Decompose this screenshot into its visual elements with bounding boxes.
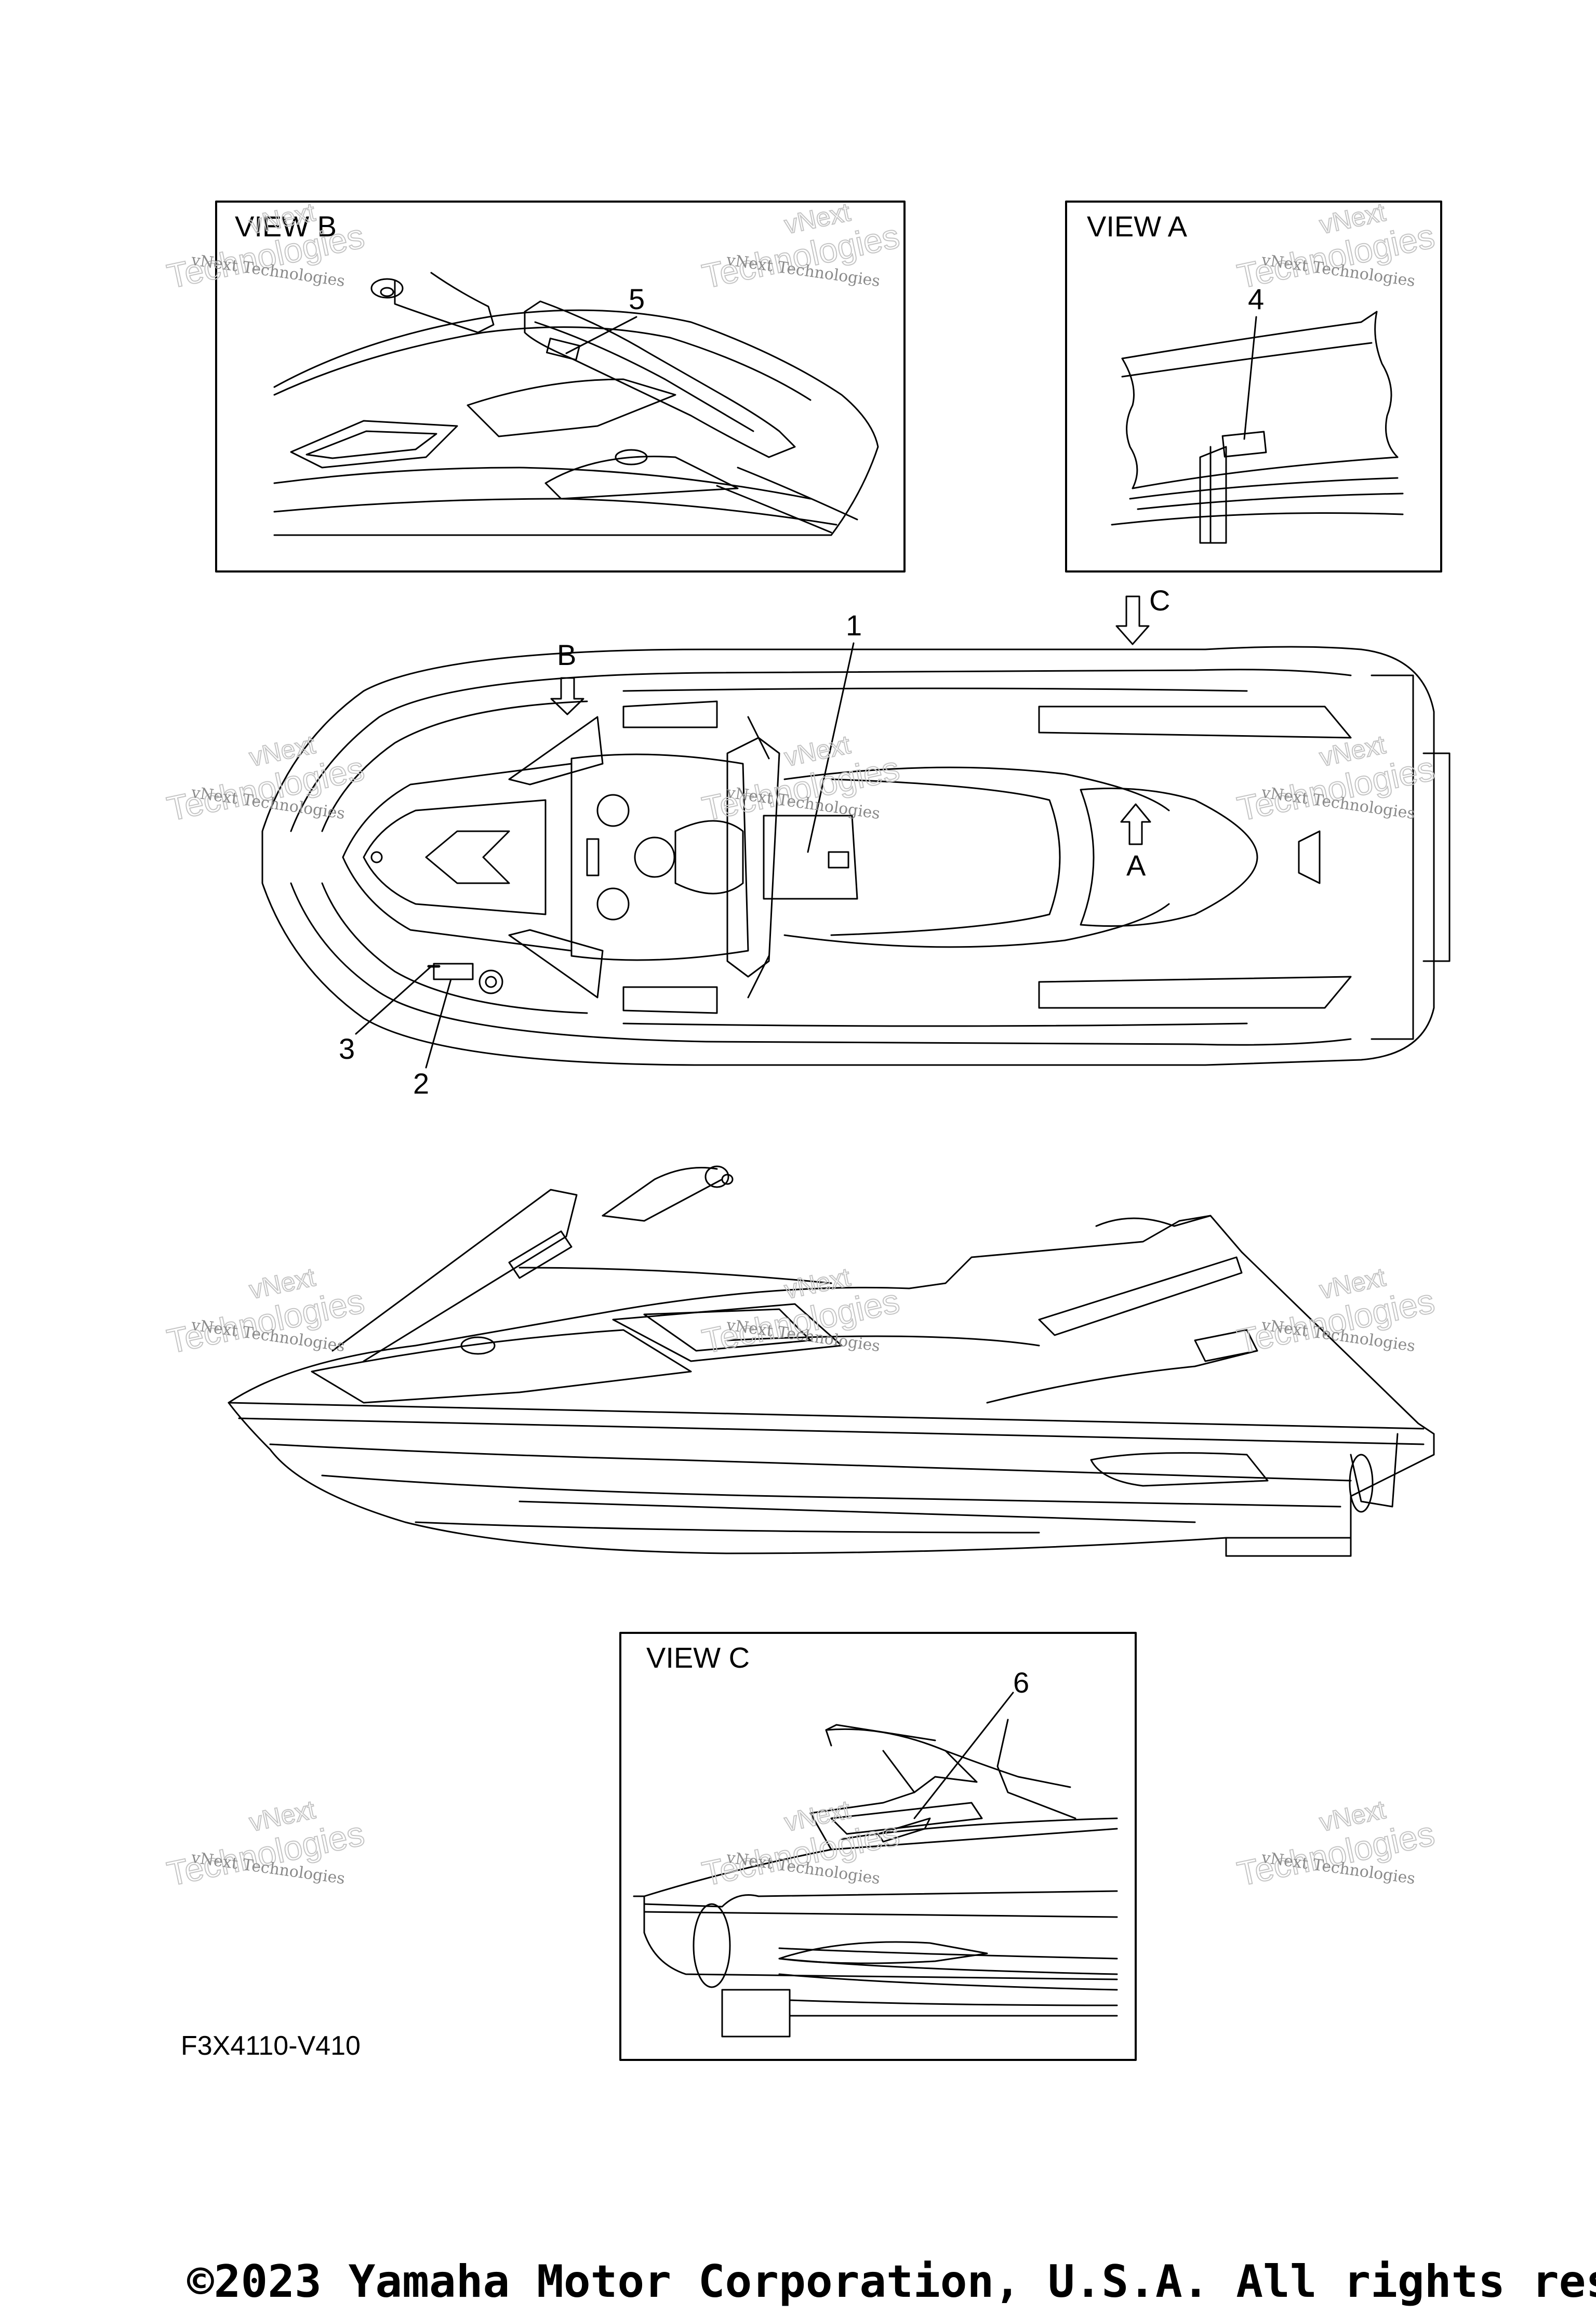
callout-2: 2	[413, 1067, 429, 1100]
side-view	[228, 1165, 1435, 1557]
leader-5	[565, 316, 637, 354]
view-c-frame	[619, 1632, 1137, 2061]
marker-c: C	[1149, 584, 1170, 617]
console-panel	[763, 815, 858, 900]
view-c-arrow	[1115, 595, 1150, 645]
copyright-notice: ©2023 Yamaha Motor Corporation, U.S.A. A…	[187, 2256, 1596, 2308]
view-c-panel: VIEW C 6	[619, 1632, 1137, 2061]
view-a-arrow	[1120, 803, 1151, 845]
view-c-title: VIEW C	[646, 1641, 750, 1674]
view-a-drawing	[1111, 311, 1404, 544]
callout-4: 4	[1248, 283, 1264, 315]
callout-1: 1	[846, 609, 862, 642]
callout-6: 6	[1013, 1666, 1029, 1699]
view-b-arrow	[550, 677, 584, 715]
side-hull-outline	[228, 1215, 1435, 1557]
hull-outline	[261, 646, 1435, 1066]
leader-4	[1243, 316, 1257, 440]
leader-1	[807, 642, 855, 853]
view-b-drawing	[273, 272, 879, 536]
leader-3	[355, 966, 431, 1035]
view-a-frame	[1065, 201, 1442, 573]
view-b-title: VIEW B	[235, 210, 337, 243]
callout-3: 3	[339, 1032, 355, 1065]
leader-2	[425, 978, 452, 1069]
view-c-drawing	[633, 1719, 1118, 2038]
marker-a: A	[1126, 849, 1146, 882]
view-b-panel: VIEW B 5	[215, 201, 906, 573]
view-a-title: VIEW A	[1087, 210, 1188, 243]
view-b-frame	[215, 201, 906, 573]
leader-6	[913, 1692, 1014, 1819]
marker-b: B	[557, 638, 576, 671]
callout-5: 5	[629, 283, 645, 315]
view-a-panel: VIEW A 4	[1065, 201, 1442, 573]
part-code: F3X4110-V410	[181, 2031, 361, 2061]
top-view	[261, 595, 1451, 1066]
